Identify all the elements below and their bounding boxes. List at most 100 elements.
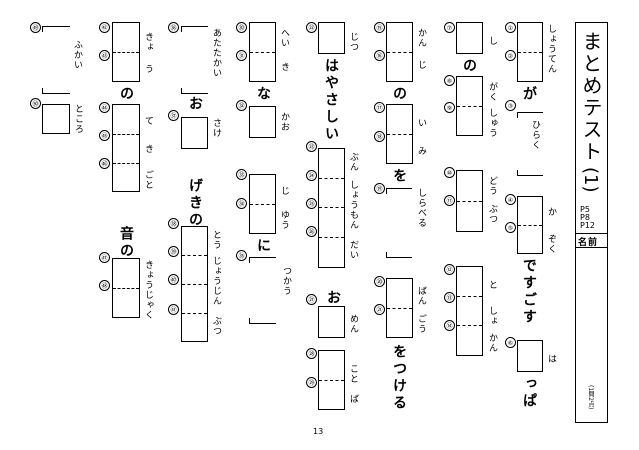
reading: どう	[487, 176, 497, 196]
answer-box-1-2[interactable]	[517, 22, 543, 82]
okurigana: の	[391, 86, 407, 103]
reading: めん	[348, 314, 358, 334]
reading: しらべる	[416, 188, 426, 228]
question-number: ㉚	[236, 22, 247, 33]
okurigana: はやさしい	[323, 58, 339, 143]
reading: じん	[211, 286, 221, 306]
question-number: ㊳	[168, 218, 179, 229]
dash-line	[319, 237, 344, 238]
question-number: ⑱	[374, 131, 385, 142]
answer-box-50[interactable]	[42, 104, 70, 134]
bracket	[181, 26, 208, 32]
reading: しゅう	[487, 108, 497, 138]
question-number: ③	[505, 100, 516, 111]
dash-line	[250, 204, 275, 205]
answer-box-44-46[interactable]	[112, 104, 140, 192]
okurigana: お	[187, 96, 203, 113]
question-number: ㉟	[236, 250, 247, 261]
question-number: ㊲	[168, 110, 179, 121]
okurigana: に	[255, 238, 271, 255]
dash-line	[182, 284, 207, 285]
question-number: ㉖	[306, 226, 317, 237]
question-number: ⑮	[374, 22, 385, 33]
question-number: ㉔	[306, 170, 317, 181]
okurigana: お	[325, 290, 341, 307]
reading: ば	[348, 394, 358, 404]
reading: きょうじゃく	[143, 260, 153, 320]
reading: か	[546, 207, 556, 217]
dash-line	[113, 163, 139, 164]
reading: う	[143, 64, 153, 74]
dash-line	[182, 313, 207, 314]
answer-box-20-21[interactable]	[386, 278, 413, 338]
answer-box-23-26[interactable]	[318, 148, 345, 268]
reading: さけ	[211, 118, 221, 138]
question-number: ㉜	[236, 100, 247, 111]
okurigana: の	[118, 86, 134, 103]
question-number: ⑤	[505, 222, 516, 233]
answer-box-22[interactable]	[318, 22, 345, 54]
divider	[576, 233, 607, 234]
question-number: ㉑	[374, 304, 385, 315]
answer-box-7[interactable]	[456, 22, 483, 54]
question-number: ⑲	[374, 183, 385, 194]
question-number: ㊺	[99, 130, 110, 141]
answer-box-4-5[interactable]	[517, 196, 543, 254]
answer-box-38-41[interactable]	[181, 226, 208, 342]
name-label: 名前	[578, 238, 599, 248]
dash-line	[319, 207, 344, 208]
reading: ばん	[416, 286, 426, 306]
question-number: ㉝	[236, 169, 247, 180]
answer-box-28-29[interactable]	[318, 350, 345, 410]
question-number: ㊹	[99, 102, 110, 113]
answer-box-10-11[interactable]	[456, 170, 483, 232]
reading: しょう	[348, 180, 358, 210]
okurigana: ですごす	[521, 258, 537, 326]
answer-box-30-31[interactable]	[249, 22, 276, 82]
okurigana: っぱ	[521, 376, 537, 410]
reading: とう	[211, 230, 221, 250]
answer-box-6[interactable]	[517, 340, 543, 372]
bracket	[249, 257, 276, 263]
reading: と	[487, 280, 497, 290]
dash-line	[457, 325, 482, 326]
title-panel: まとめテスト (1) P5 P8 P12 名前 (1問2点)	[575, 22, 608, 423]
question-number: ⑨	[444, 102, 455, 113]
okurigana: げきの	[187, 178, 203, 229]
bracket	[386, 188, 412, 194]
question-number: ①	[505, 22, 516, 33]
question-number: ⑰	[374, 102, 385, 113]
dash-line	[113, 134, 139, 135]
answer-box-47-48[interactable]	[112, 258, 140, 318]
reading: じつ	[348, 32, 358, 52]
answer-box-27[interactable]	[318, 306, 345, 338]
question-number: ㉙	[306, 377, 317, 388]
answer-box-12-14[interactable]	[456, 266, 483, 356]
answer-box-8-9[interactable]	[456, 76, 483, 136]
answer-box-15-16[interactable]	[386, 22, 413, 82]
reading: じ	[416, 60, 426, 70]
answer-box-17-18[interactable]	[386, 104, 413, 164]
reading: ゆう	[279, 210, 289, 230]
dash-line	[457, 296, 482, 297]
bracket	[517, 170, 543, 176]
reading: ぞく	[546, 234, 556, 254]
worksheet-title: まとめテスト	[579, 31, 603, 163]
question-number: ㊻	[99, 158, 110, 169]
question-number: ㉓	[306, 141, 317, 152]
question-number: ㊼	[99, 252, 110, 263]
question-number: ㉞	[236, 198, 247, 209]
reading: しょう	[546, 24, 556, 54]
reading: しょ	[487, 306, 497, 326]
dash-line	[387, 308, 412, 309]
question-number: ⑫	[444, 264, 455, 275]
worksheet-subtitle: (1)	[580, 167, 601, 193]
answer-box-33-34[interactable]	[249, 174, 276, 234]
page-ref-2: P8	[580, 213, 590, 222]
answer-box-42-43[interactable]	[112, 22, 140, 82]
reading: ぶつ	[211, 316, 221, 336]
question-number: ㊷	[99, 22, 110, 33]
okurigana: を	[391, 168, 407, 185]
answer-box-32[interactable]	[249, 106, 276, 138]
answer-box-37[interactable]	[181, 117, 208, 149]
